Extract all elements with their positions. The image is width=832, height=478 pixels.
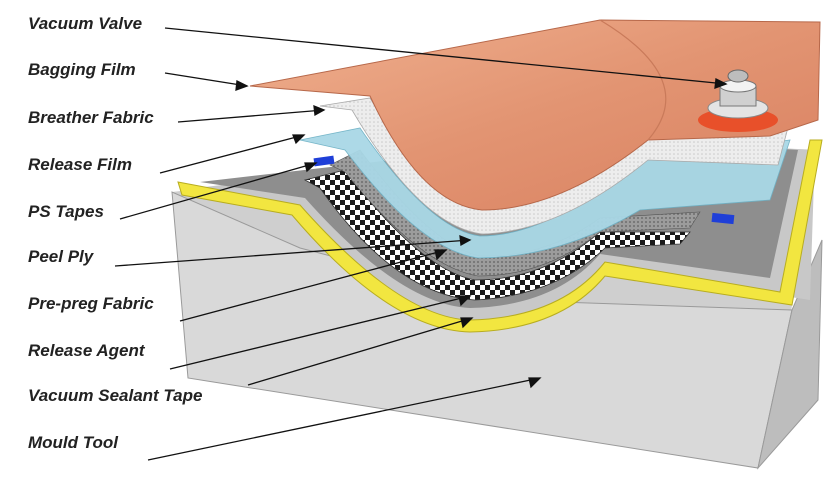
leader-bagging-film (164, 72, 248, 87)
arrowhead-mould-tool (528, 377, 542, 389)
leader-pre-preg-fabric (179, 249, 447, 322)
arrowhead-vacuum-sealant-tape (460, 317, 474, 329)
leader-vacuum-sealant-tape (247, 317, 473, 386)
label-breather-fabric: Breather Fabric (28, 108, 154, 127)
arrowhead-bagging-film (235, 80, 249, 91)
ps-tape-left (313, 155, 335, 167)
label-bagging-film: Bagging Film (28, 60, 136, 79)
bagging-film-fold (599, 19, 667, 141)
label-mould-tool: Mould Tool (28, 433, 119, 452)
arrowhead-ps-tapes (304, 162, 318, 173)
arrowhead-peel-ply (459, 234, 472, 247)
ps-tape-right (711, 212, 735, 225)
arrowhead-vacuum-valve (714, 78, 728, 89)
arrowhead-breather-fabric (313, 104, 326, 117)
label-ps-tapes: PS Tapes (28, 202, 104, 221)
vacuum-valve (698, 69, 778, 132)
pre-preg-fabric (303, 169, 691, 301)
label-vacuum-sealant-tape: Vacuum Sealant Tape (28, 386, 203, 405)
leader-lines (114, 27, 728, 461)
arrowhead-pre-preg-fabric (434, 249, 448, 261)
label-vacuum-valve: Vacuum Valve (28, 14, 143, 33)
leader-peel-ply (114, 239, 471, 267)
leader-release-agent (169, 295, 471, 370)
leader-mould-tool (147, 377, 541, 461)
label-peel-ply: Peel Ply (28, 247, 94, 266)
arrowhead-release-film (292, 134, 306, 145)
leader-release-film (159, 134, 305, 174)
valve-cap (727, 69, 749, 83)
arrowhead-release-agent (458, 295, 472, 307)
leader-vacuum-valve (164, 27, 727, 85)
leader-breather-fabric (177, 109, 325, 123)
label-pre-preg-fabric: Pre-preg Fabric (28, 294, 154, 313)
leader-ps-tapes (119, 162, 317, 220)
label-release-film: Release Film (28, 155, 132, 174)
bagging-film (249, 19, 821, 211)
label-release-agent: Release Agent (28, 341, 145, 360)
